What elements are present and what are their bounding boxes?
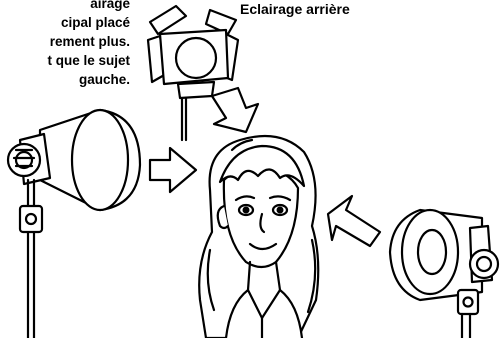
fill-light-lamp: [390, 210, 498, 338]
key-light-lamp: [8, 110, 140, 338]
key-light-arrow: [150, 148, 196, 192]
fill-light-arrow: [328, 196, 380, 246]
subject-portrait: [199, 136, 318, 338]
back-light-arrow: [212, 88, 258, 132]
